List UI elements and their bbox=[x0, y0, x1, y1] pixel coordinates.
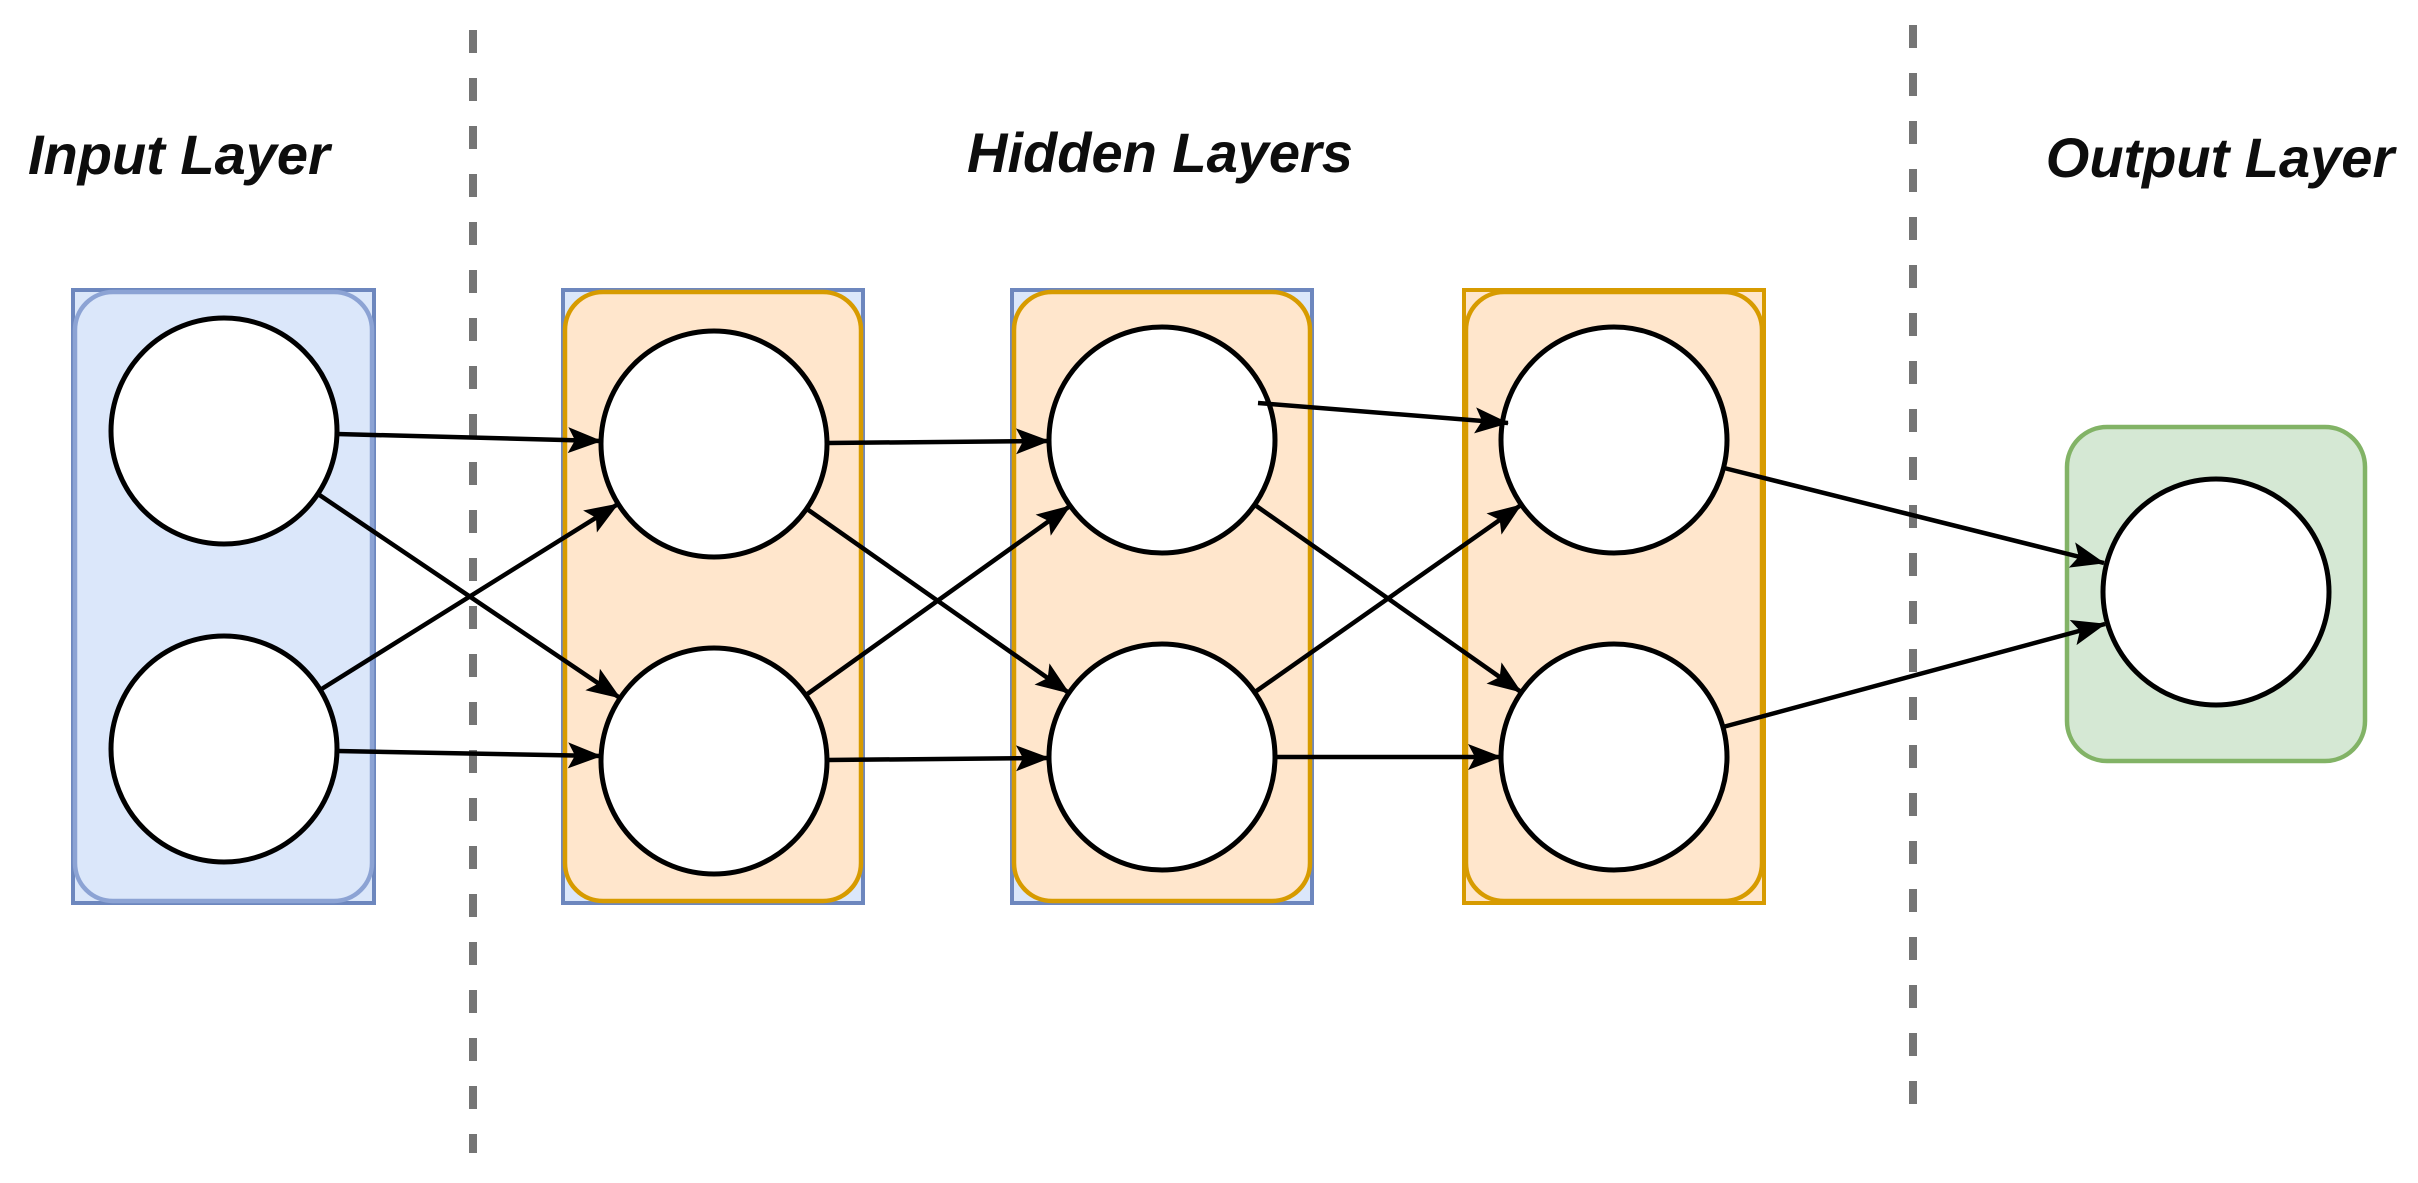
output-layer-label: Output Layer bbox=[2045, 126, 2395, 189]
hidden2-node-2 bbox=[1046, 641, 1278, 873]
edge-hidden1-node-1-to-hidden2-node-1 bbox=[826, 428, 1050, 455]
input-node-1 bbox=[108, 315, 340, 547]
edge-hidden2-node-2-to-hidden3-node-1 bbox=[1253, 503, 1523, 694]
hidden2-node-1 bbox=[1046, 324, 1278, 556]
output-node-1 bbox=[2100, 476, 2332, 708]
edge-hidden3-node-1-to-output-node-1 bbox=[1723, 465, 2105, 568]
edge-input-node-2-to-hidden1-node-2 bbox=[336, 742, 602, 769]
input-layer-label: Input Layer bbox=[28, 123, 330, 186]
hidden3-node-1 bbox=[1498, 324, 1730, 556]
hidden1-node-1 bbox=[598, 328, 830, 560]
edge-input-node-1-to-hidden1-node-1 bbox=[336, 427, 602, 454]
edge-hidden3-node-2-to-output-node-1 bbox=[1722, 620, 2106, 730]
hidden-layers-label: Hidden Layers bbox=[967, 121, 1353, 184]
input-node-2 bbox=[108, 633, 340, 865]
hidden1-node-2 bbox=[598, 645, 830, 877]
hidden3-node-2 bbox=[1498, 641, 1730, 873]
edge-hidden1-node-2-to-hidden2-node-1 bbox=[804, 504, 1072, 697]
edge-hidden2-node-1-to-hidden3-node-1 bbox=[1257, 400, 1509, 434]
edge-input-node-2-to-hidden1-node-1 bbox=[318, 502, 620, 692]
edge-hidden1-node-2-to-hidden2-node-2 bbox=[826, 745, 1050, 772]
